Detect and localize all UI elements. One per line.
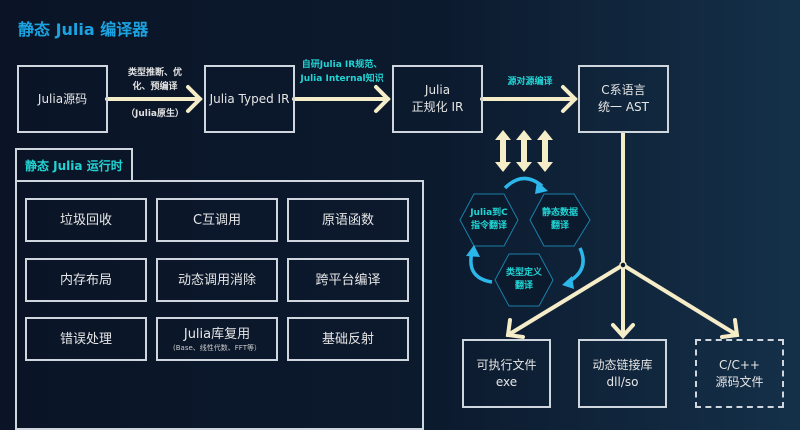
arrowhead: [186, 85, 203, 113]
edge-label-inference: 类型推断、优化、预编译: [127, 68, 182, 92]
hex-3: [494, 253, 554, 307]
runtime-item: 跨平台编译: [287, 258, 409, 302]
normalized-ir-node: Julia 正规化 IR: [392, 65, 483, 133]
double-arrows: [495, 130, 553, 172]
hex-label-2: 静态数据翻译: [541, 208, 578, 231]
edge-label-s2s: 源对源编译: [507, 77, 553, 87]
runtime-item: 垃圾回收: [25, 198, 147, 242]
runtime-item: Julia库复用(Base、线性代数、FFT等）: [156, 317, 278, 361]
node-label: 正规化 IR: [411, 100, 464, 114]
runtime-item: 错误处理: [25, 317, 147, 361]
typed-ir-node: Julia Typed IR: [204, 65, 295, 133]
runtime-item: 原语函数: [287, 198, 409, 242]
runtime-item: C互调用: [156, 198, 278, 242]
runtime-item: 动态调用消除: [156, 258, 278, 302]
runtime-item: 内存布局: [25, 258, 147, 302]
arrowhead: [374, 85, 391, 113]
runtime-tab: 静态 Julia 运行时: [15, 148, 133, 182]
node-label: 统一 AST: [598, 100, 649, 114]
node-label: Julia: [424, 83, 451, 97]
arrowhead: [561, 85, 578, 113]
line-to-exe: [506, 263, 625, 337]
edge-label-native: （Julia原生）: [126, 109, 184, 119]
julia-source-node: Julia源码: [17, 65, 108, 133]
output-c-source: C/C++源码文件: [695, 339, 784, 408]
line-to-c: [621, 263, 739, 337]
page-title: 静态 Julia 编译器: [18, 20, 149, 39]
hex-label-3: 类型定义翻译: [505, 268, 542, 291]
node-label: Julia源码: [37, 91, 88, 106]
hex-2: [529, 193, 591, 247]
node-label: C系语言: [601, 83, 646, 97]
c-ast-node: C系语言统一 AST: [578, 65, 669, 133]
node-label: Julia Typed IR: [209, 91, 290, 106]
edge-label-ir-spec: 自研Julia IR规范、Julia Internal知识: [300, 60, 384, 84]
runtime-item: 基础反射: [287, 317, 409, 361]
